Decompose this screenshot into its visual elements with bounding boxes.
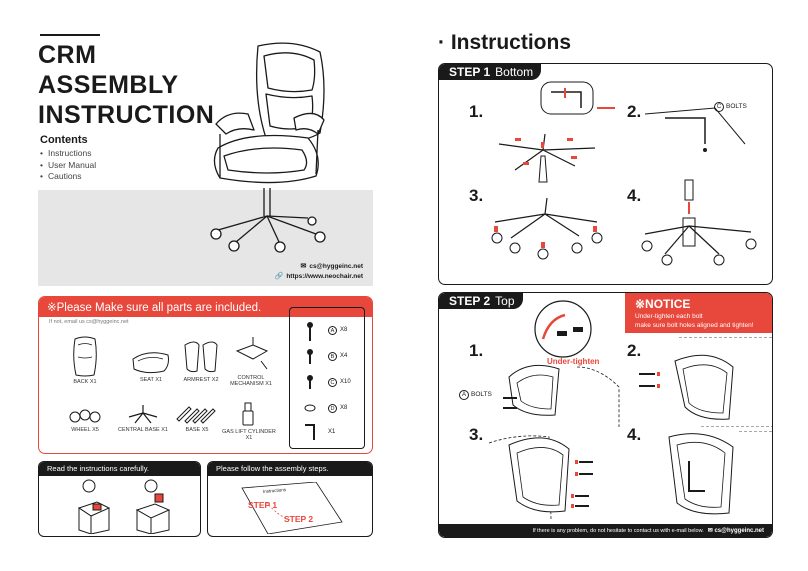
step-2-figure-4 [668, 431, 772, 515]
notice-title: ※NOTICE [635, 297, 691, 311]
mail-icon: ✉ [707, 528, 713, 534]
step-2-figure-2 [639, 337, 772, 427]
undertighten-label: Under-tighten [547, 357, 600, 366]
part-armrest: ARMREST X2 [173, 339, 229, 383]
person-reading-illustration [77, 479, 171, 534]
step-1-num-3: 3. [469, 186, 484, 205]
bolt-b-icon [307, 349, 313, 364]
contents-item[interactable]: Instructions [40, 148, 96, 160]
part-control-mechanism: CONTROL MECHANISM X1 [223, 333, 279, 387]
step-2-footer: If there is any problem, do not hesitate… [439, 524, 772, 537]
title-line-1: CRM [38, 41, 97, 69]
footer-email[interactable]: ✉ cs@hyggeinc.net [707, 528, 764, 534]
step-2-num-1: 1. [469, 341, 484, 360]
step-2-num-3: 3. [469, 425, 484, 444]
central-base-icon [128, 405, 158, 424]
part-back: BACK X1 [57, 335, 113, 385]
bolt-c-icon [307, 375, 313, 389]
read-instructions-box: Read the instructions carefully. [38, 461, 201, 537]
step-2-num-2: 2. [627, 341, 642, 360]
contents-heading: Contents [40, 134, 88, 146]
step-1-figure-1 [498, 81, 615, 183]
notice-panel: ※NOTICE Under-tighten each bolt make sur… [625, 293, 772, 333]
follow-steps-box: Please follow the assembly steps. Instru… [207, 461, 373, 537]
parts-header: ※Please Make sure all parts are included… [39, 297, 372, 317]
step-2-num-4: 4. [627, 425, 642, 444]
step-2-figure-3 [489, 435, 593, 519]
allen-key-icon [305, 424, 315, 440]
wheel-icon [69, 409, 101, 423]
instruction-sheet-illustration [241, 482, 343, 534]
part-seat: SEAT X1 [123, 345, 179, 383]
step-2-figure-1 [503, 300, 620, 427]
part-central-base: CENTRAL BASE X1 [115, 403, 171, 433]
contents-item[interactable]: User Manual [40, 160, 96, 172]
control-mechanism-icon [235, 337, 269, 370]
step-1-num-1: 1. [469, 102, 484, 121]
contact-email[interactable]: ✉cs@hyggeinc.net [300, 263, 363, 270]
step-1-num-4: 4. [627, 186, 642, 205]
step-1-figure-4 [641, 179, 757, 266]
mail-icon: ✉ [300, 263, 307, 270]
chair-back-icon [73, 336, 97, 377]
title-rule [40, 34, 100, 36]
part-base: BASE X5 [169, 403, 225, 433]
base-legs-icon [176, 406, 216, 424]
instructions-title: · Instructions [438, 31, 572, 54]
read-box-title: Read the instructions carefully. [39, 462, 200, 476]
title-line-3: INSTRUCTION [38, 101, 215, 129]
part-wheel: WHEEL X5 [57, 405, 113, 433]
contents-list: Instructions User Manual Cautions [40, 148, 96, 183]
seat-icon [132, 352, 169, 374]
gas-lift-icon [242, 402, 254, 426]
armrest-icon [184, 341, 218, 373]
part-gas-lift: GAS LIFT CYLINDER X1 [221, 401, 277, 441]
follow-box-title: Please follow the assembly steps. [208, 462, 372, 476]
washer-d-icon [304, 404, 316, 412]
step-1-figure-3 [491, 197, 603, 260]
hardware-row: X1 [290, 422, 364, 442]
link-icon: 🔗 [274, 273, 284, 280]
parts-checklist-box: ※Please Make sure all parts are included… [38, 296, 373, 454]
title-line-2: ASSEMBLY [38, 71, 179, 99]
footer-text: If there is any problem, do not hesitate… [532, 528, 704, 534]
sheet-step-2: STEP 2 [284, 514, 314, 524]
contact-website[interactable]: 🔗https://www.neochair.net [274, 273, 363, 280]
contents-item[interactable]: Cautions [40, 171, 96, 183]
parts-note: If not, email us cs@hyggeinc.net [49, 319, 129, 325]
office-chair-illustration [210, 42, 326, 253]
step-1-num-2: 2. [627, 102, 642, 121]
page-title: CRM ASSEMBLY INSTRUCTION [38, 40, 214, 130]
notice-text: Under-tighten each bolt make sure bolt h… [635, 313, 754, 329]
bolt-a-icon [307, 322, 313, 341]
sheet-step-1: STEP 1 [248, 500, 278, 510]
